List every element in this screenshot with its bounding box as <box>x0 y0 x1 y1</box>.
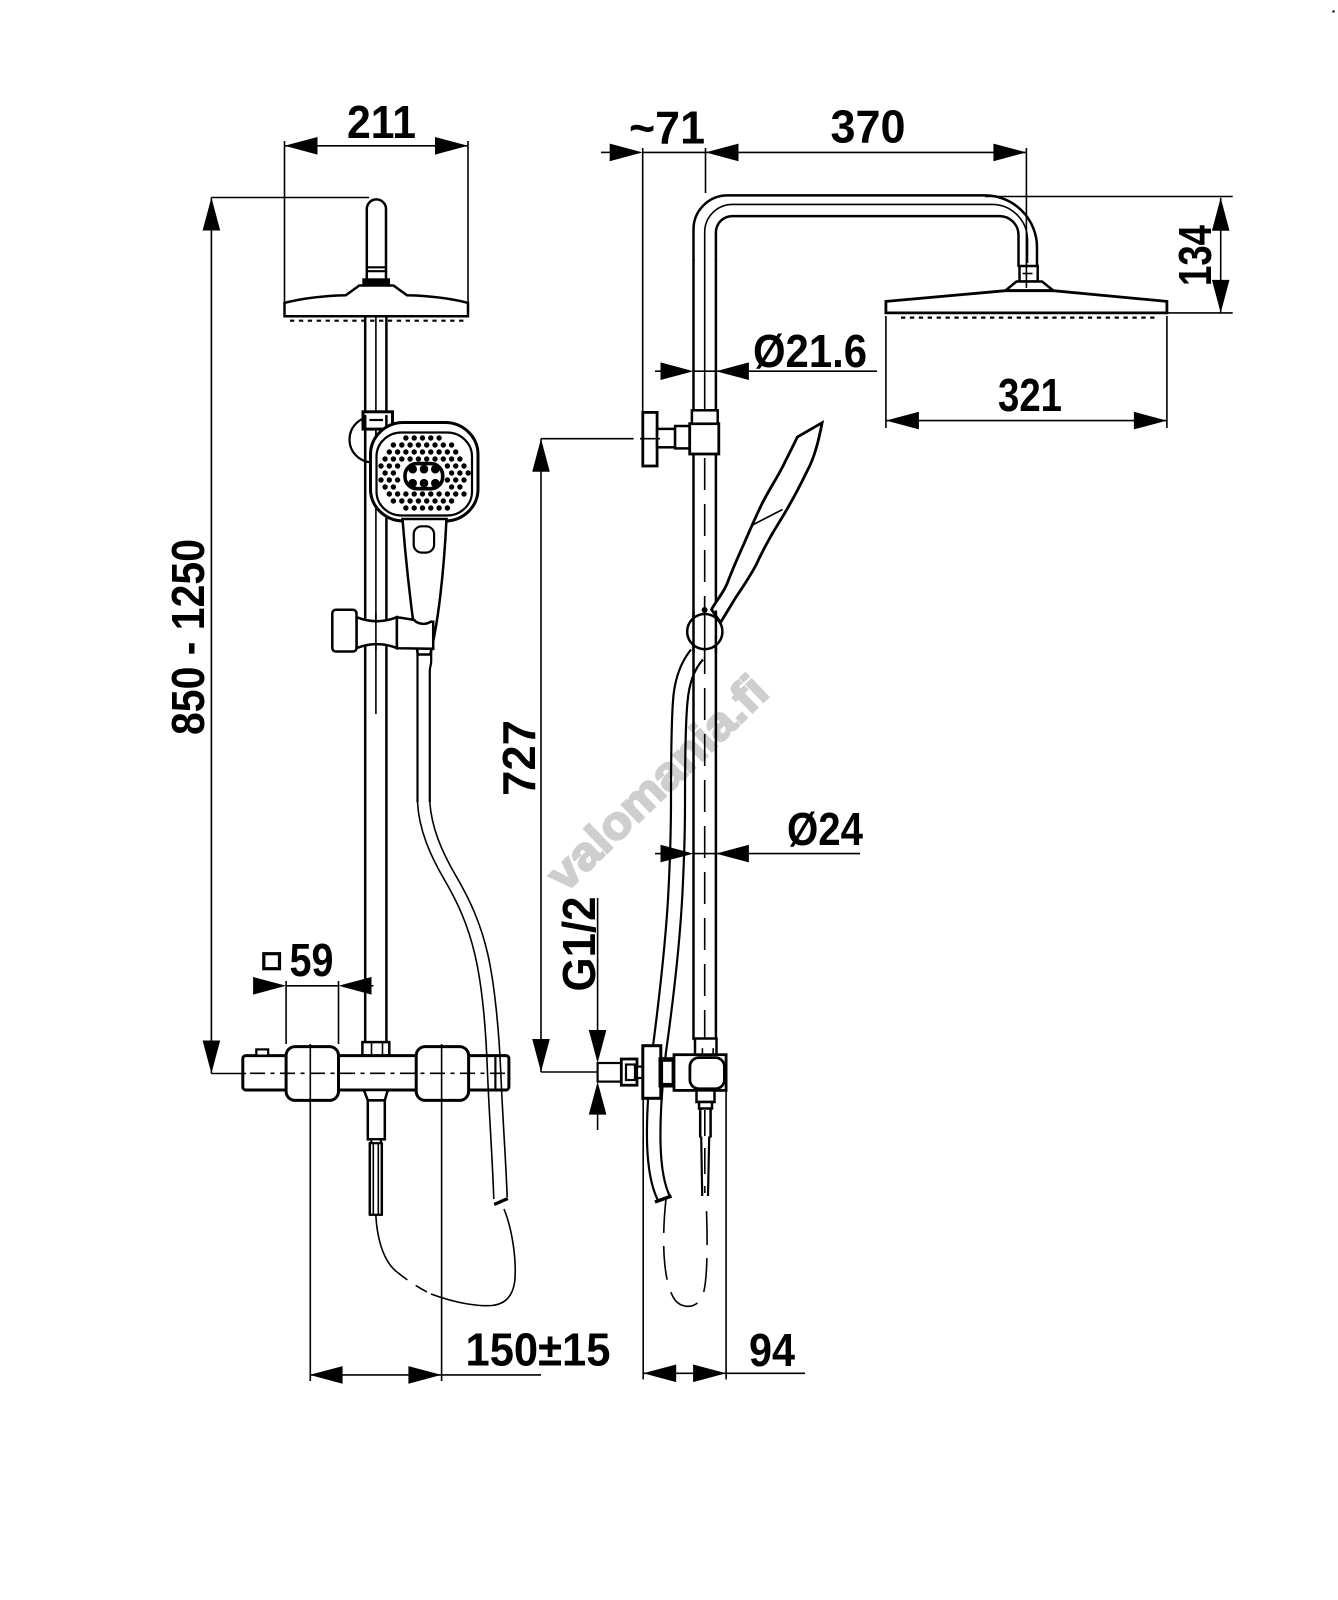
svg-text:~71: ~71 <box>629 102 705 154</box>
svg-text:150±15: 150±15 <box>466 1324 611 1376</box>
svg-text:211: 211 <box>347 96 416 148</box>
svg-text:59: 59 <box>290 934 334 986</box>
svg-text:850 - 1250: 850 - 1250 <box>162 539 214 735</box>
svg-text:134: 134 <box>1169 225 1221 286</box>
svg-text:727: 727 <box>493 720 545 796</box>
svg-text:370: 370 <box>831 101 906 153</box>
svg-text:94: 94 <box>749 1324 795 1376</box>
svg-text:Ø21.6: Ø21.6 <box>753 325 867 377</box>
svg-text:321: 321 <box>998 369 1062 421</box>
svg-text:G1/2: G1/2 <box>553 897 605 992</box>
svg-text:Ø24: Ø24 <box>787 803 863 855</box>
